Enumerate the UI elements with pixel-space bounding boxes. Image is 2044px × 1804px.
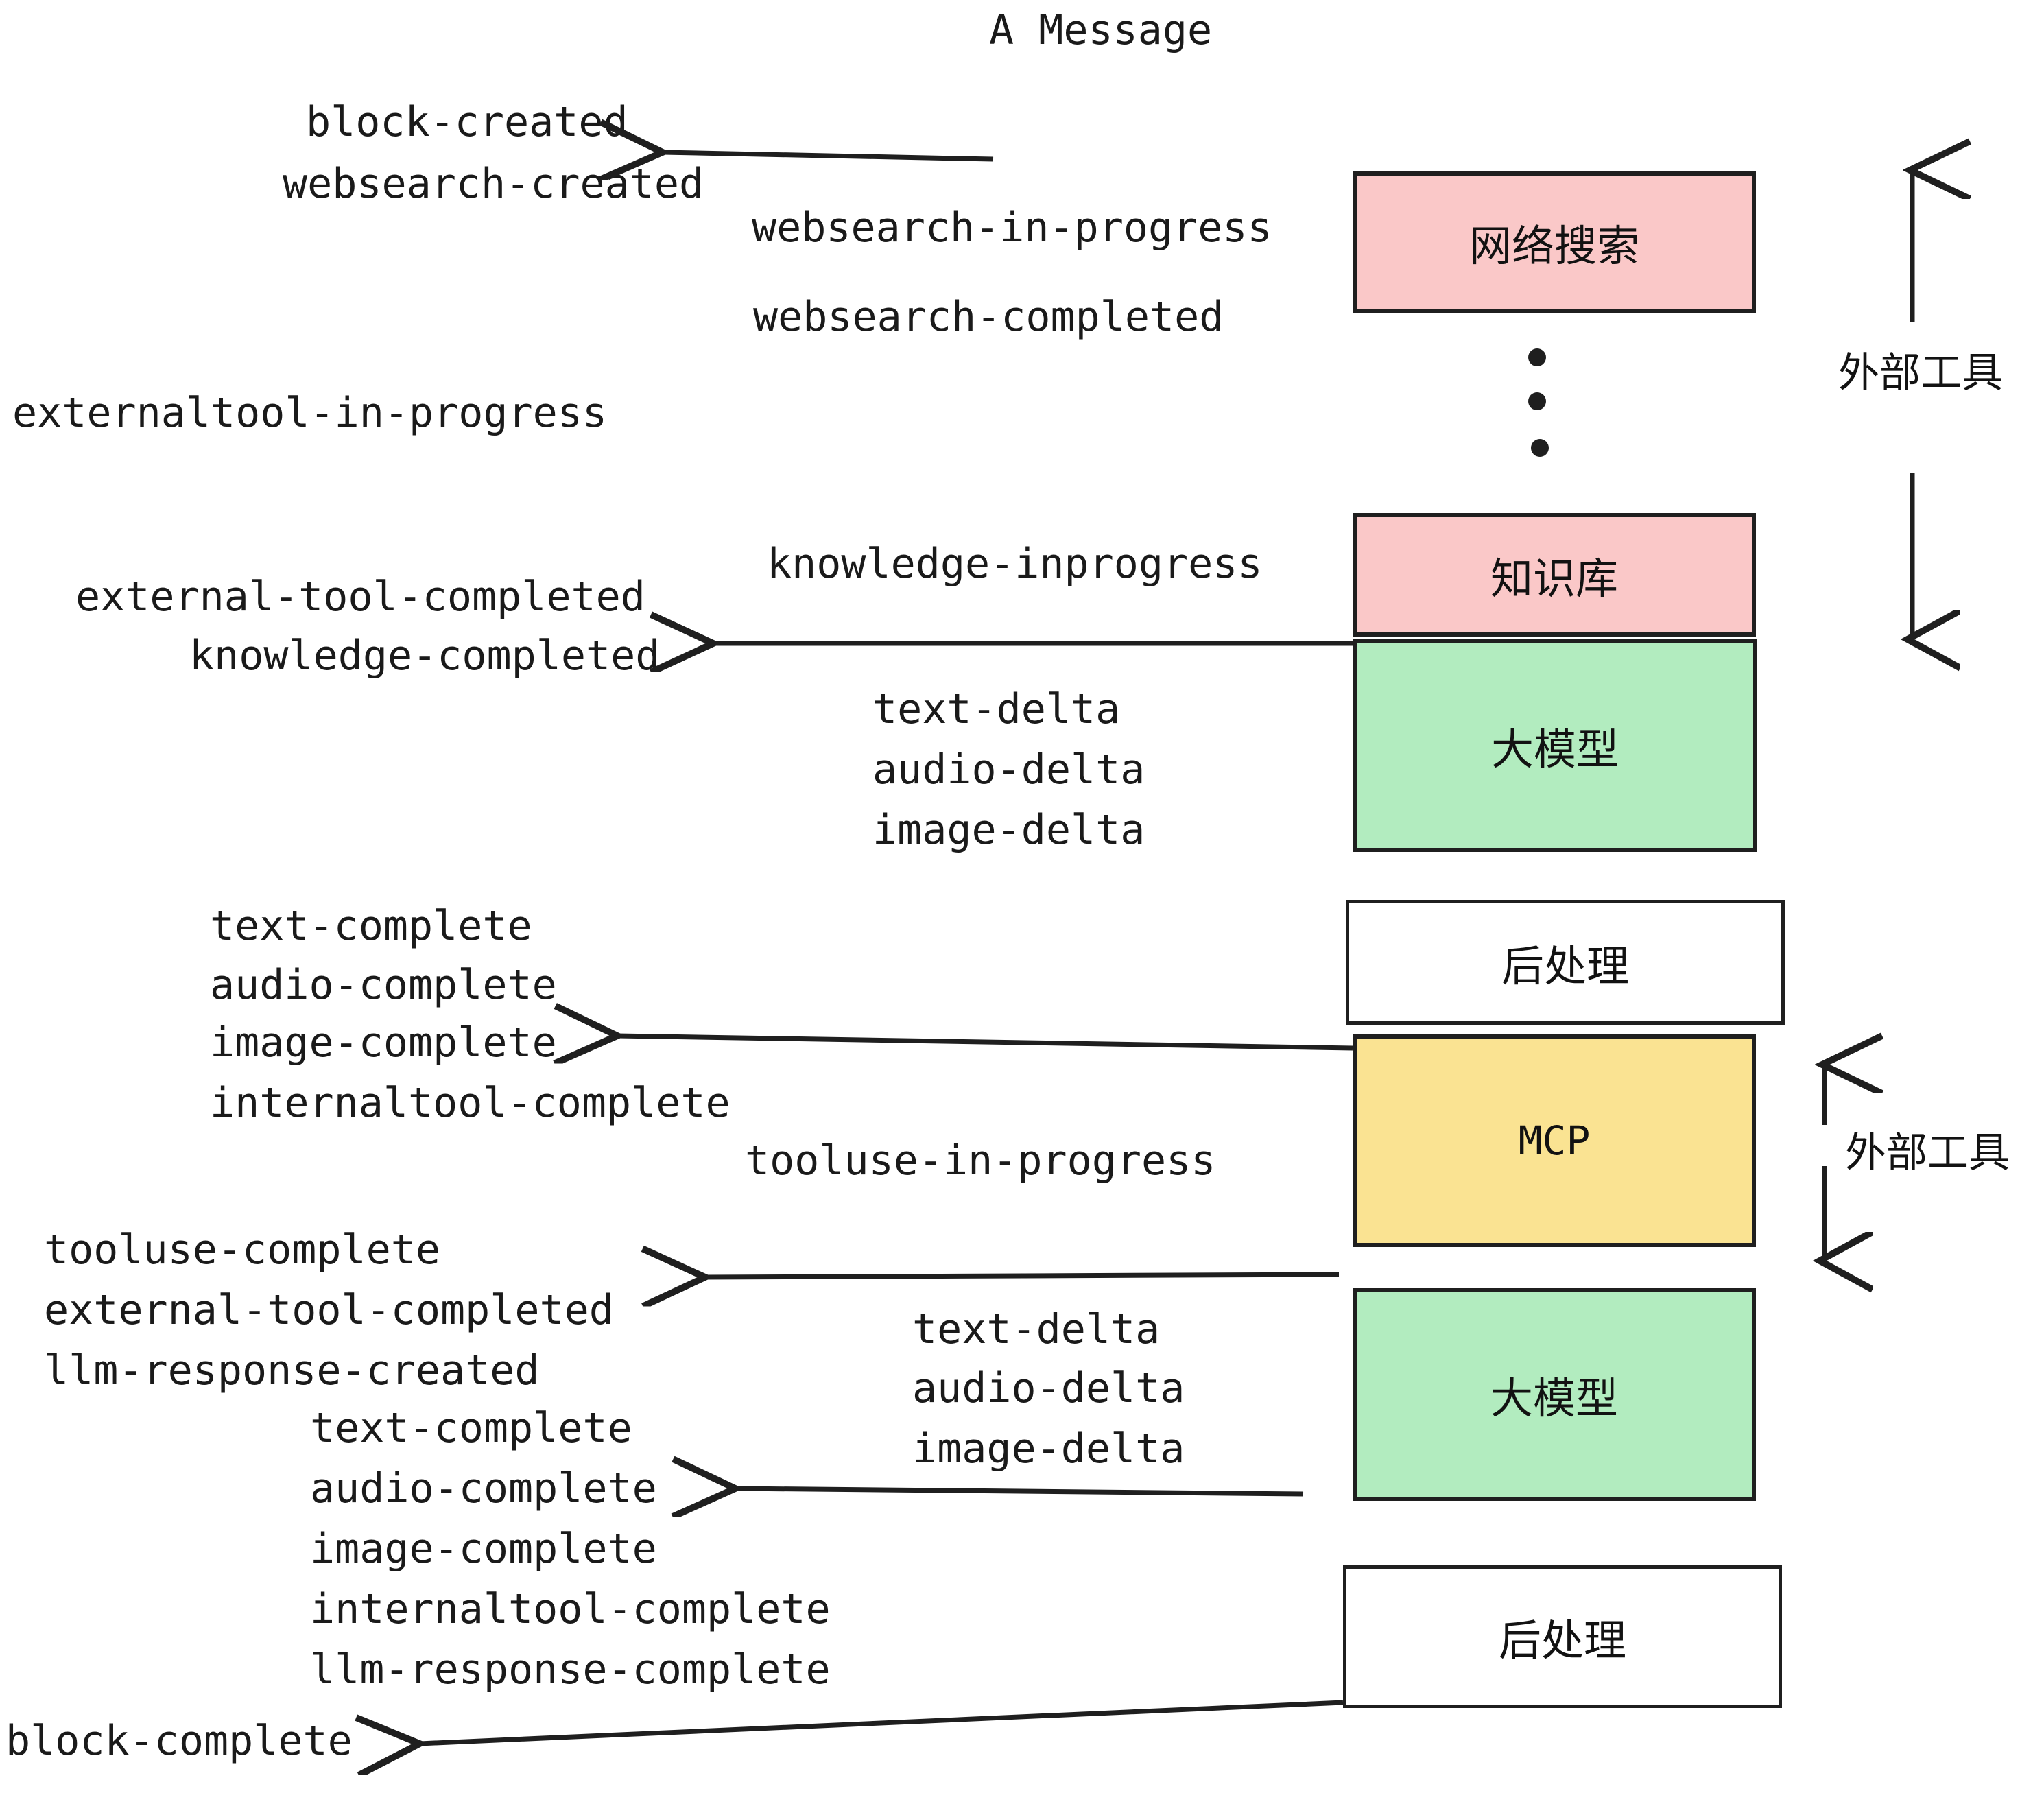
node-websearch[interactable]: 网络搜索 [1353, 171, 1756, 313]
event-tooluse-in-progress: tooluse-in-progress [745, 1137, 1216, 1185]
arrow-websearch-to-block-created [663, 152, 994, 159]
event-knowledge-inprogress: knowledge-inprogress [767, 540, 1263, 588]
event-tooluse-complete: tooluse-complete [44, 1226, 440, 1274]
event-block-complete: block-complete [5, 1717, 353, 1765]
node-mcp-label: MCP [1518, 1117, 1591, 1164]
page-title: A Message [989, 6, 1213, 54]
event-audio-delta-first: audio-delta [872, 746, 1145, 794]
arrow-postprocess-to-block-complete [420, 1700, 1344, 1744]
node-llm-second[interactable]: 大模型 [1353, 1288, 1756, 1501]
event-image-complete-second: image-complete [310, 1525, 657, 1573]
node-postprocess-second-label: 后处理 [1498, 1615, 1626, 1665]
event-knowledge-completed: knowledge-completed [189, 632, 661, 680]
event-image-delta-second: image-delta [912, 1425, 1185, 1473]
node-mcp[interactable]: MCP [1353, 1034, 1756, 1247]
event-audio-delta-second: audio-delta [912, 1364, 1185, 1412]
event-internaltool-complete-second: internaltool-complete [310, 1585, 831, 1633]
node-websearch-label: 网络搜索 [1469, 221, 1639, 271]
node-postprocess-second[interactable]: 后处理 [1343, 1565, 1782, 1708]
node-knowledge-label: 知识库 [1490, 554, 1618, 604]
event-block-created: block-created [306, 98, 628, 146]
node-postprocess-first-label: 后处理 [1501, 941, 1629, 991]
event-external-tool-completed-second: external-tool-completed [44, 1286, 614, 1334]
event-audio-complete-second: audio-complete [310, 1464, 657, 1512]
arrow-postprocess-to-image-complete [617, 1036, 1353, 1048]
event-text-complete-second: text-complete [310, 1404, 632, 1452]
node-llm-first-label: 大模型 [1490, 724, 1619, 774]
event-text-delta-second: text-delta [912, 1305, 1161, 1353]
arrow-llm-to-audio-complete [735, 1488, 1304, 1494]
event-text-delta-first: text-delta [872, 685, 1121, 733]
ellipsis-dot-3 [1531, 439, 1549, 457]
event-llm-response-complete: llm-response-complete [310, 1646, 831, 1694]
arrow-mcp-to-tooluse-complete [705, 1274, 1340, 1277]
event-internaltool-complete-first: internaltool-complete [210, 1079, 730, 1127]
event-websearch-created: websearch-created [283, 160, 704, 208]
ellipsis-dot-2 [1528, 392, 1546, 410]
event-text-complete-first: text-complete [210, 902, 532, 950]
event-external-tool-completed-first: external-tool-completed [75, 573, 645, 621]
event-externaltool-in-progress: externaltool-in-progress [12, 389, 607, 437]
event-image-complete-first: image-complete [210, 1019, 557, 1067]
event-websearch-completed: websearch-completed [753, 293, 1224, 341]
node-llm-first[interactable]: 大模型 [1353, 639, 1757, 852]
event-image-delta-first: image-delta [872, 806, 1145, 854]
node-llm-second-label: 大模型 [1490, 1373, 1618, 1423]
event-websearch-in-progress: websearch-in-progress [752, 204, 1272, 252]
node-postprocess-first[interactable]: 后处理 [1346, 900, 1785, 1025]
node-knowledge[interactable]: 知识库 [1353, 513, 1756, 637]
annotation-external-tools-bottom: 外部工具 [1845, 1129, 2010, 1177]
ellipsis-dot-1 [1528, 348, 1546, 366]
event-audio-complete-first: audio-complete [210, 961, 557, 1009]
annotation-external-tools-top: 外部工具 [1838, 349, 2003, 397]
event-llm-response-created: llm-response-created [44, 1346, 540, 1394]
